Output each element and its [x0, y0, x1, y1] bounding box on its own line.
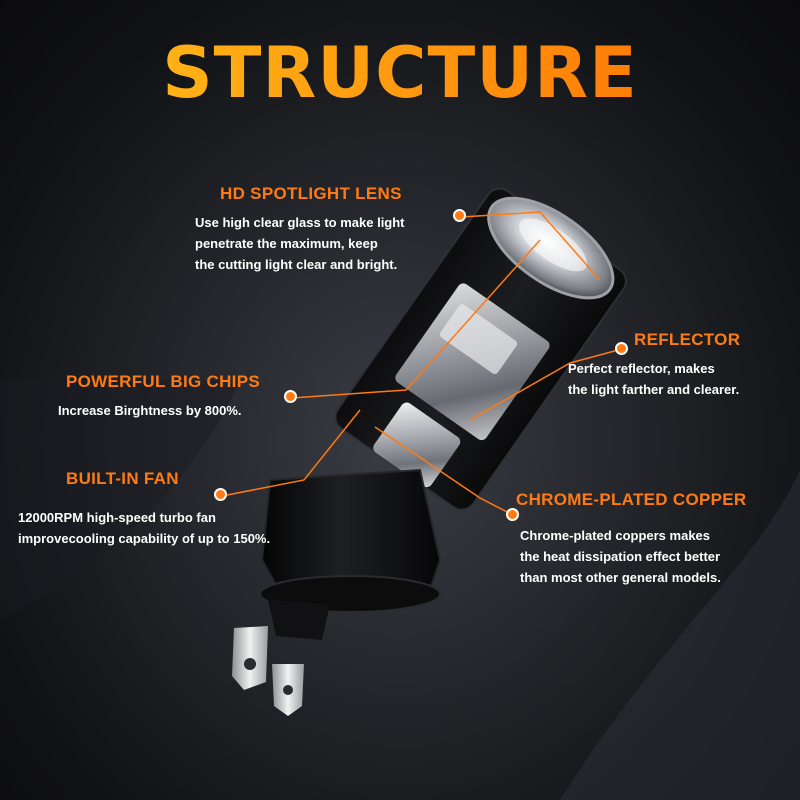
- chips-description: Increase Birghtness by 800%.: [58, 403, 242, 418]
- lens-heading: HD SPOTLIGHT LENS: [220, 184, 402, 203]
- chips-callout-dot: [284, 390, 297, 403]
- reflector-leader-line: [469, 348, 623, 421]
- lens-description: Use high clear glass to make light penet…: [195, 215, 405, 272]
- fan-callout-dot: [214, 488, 227, 501]
- background-swoosh: [0, 380, 240, 620]
- reflector-heading: REFLECTOR: [634, 330, 741, 349]
- chips-leader-line: [291, 239, 541, 399]
- lens-leader-line: [461, 211, 601, 281]
- copper-description: Chrome-plated coppers makes the heat dis…: [520, 528, 721, 585]
- copper-heading: CHROME-PLATED COPPER: [516, 490, 747, 509]
- fan-description: 12000RPM high-speed turbo fan improvecoo…: [18, 510, 271, 546]
- reflector-description: Perfect reflector, makes the light farth…: [568, 361, 740, 397]
- fan-heading: BUILT-IN FAN: [66, 469, 179, 488]
- copper-callout-dot: [506, 508, 519, 521]
- callout-lines: [221, 211, 623, 516]
- chips-heading: POWERFUL BIG CHIPS: [66, 372, 260, 391]
- reflector-callout-dot: [615, 342, 628, 355]
- bulb-base: [232, 468, 442, 716]
- fan-leader-line: [221, 409, 361, 497]
- lens-callout-dot: [453, 209, 466, 222]
- bulb-head: [334, 187, 627, 511]
- copper-leader-line: [374, 426, 514, 516]
- page-title: STRUCTURE: [0, 28, 800, 118]
- reflector-shape: [395, 283, 550, 441]
- background-swoosh: [560, 470, 800, 800]
- copper-shape: [373, 402, 461, 488]
